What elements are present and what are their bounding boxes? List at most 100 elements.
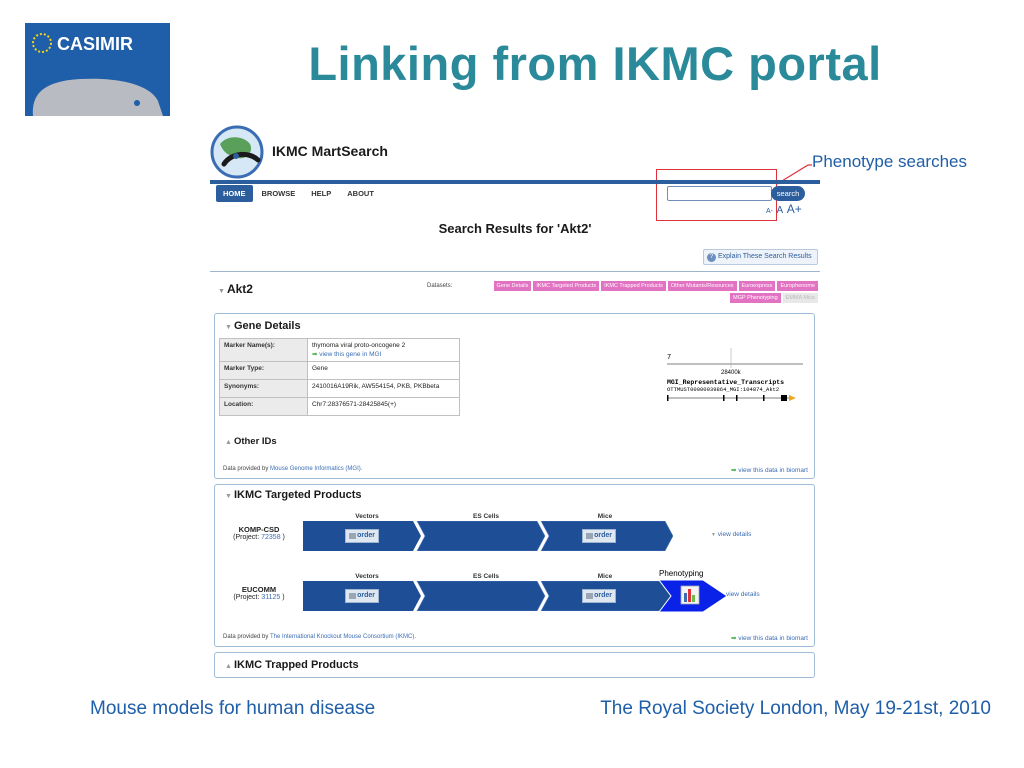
genome-track: MGI_Representative_Transcripts (667, 379, 784, 386)
genome-transcript: OTTMUST00000039864_MGI:104874_Akt2 (667, 386, 779, 393)
collapse-triangle-icon: ▼ (218, 288, 225, 295)
table-row: Synonyms: 2410016A19Rik, AW554154, PKB, … (219, 379, 460, 398)
table-value: thymoma viral proto-oncogene 2 ➡ view th… (307, 338, 460, 362)
marker-name: thymoma viral proto-oncogene 2 (312, 342, 406, 349)
genome-chrom: 7 (667, 354, 671, 362)
project-komp-csd: KOMP-CSD (Project: 72358 ) (233, 525, 285, 541)
portal-screenshot: IKMC MartSearch HOME BROWSE HELP ABOUT s… (210, 118, 820, 683)
dataset-gene-details[interactable]: Gene Details (493, 281, 532, 291)
genome-browser-image[interactable]: 7 28400k MGI_Representative_Transcripts … (663, 344, 808, 404)
view-details-link[interactable]: ▼ view details (711, 531, 752, 538)
main-nav: HOME BROWSE HELP ABOUT (216, 185, 381, 202)
dataset-buttons: Gene Details IKMC Targeted Products IKMC… (451, 281, 818, 303)
targeted-products-panel: ▼IKMC Targeted Products Vectors ES Cells… (214, 484, 815, 647)
footer-right: The Royal Society London, May 19-21st, 2… (600, 698, 991, 719)
table-value: Gene (307, 361, 460, 380)
datasets-label: Datasets: (427, 283, 453, 289)
nav-home[interactable]: HOME (216, 185, 253, 202)
table-value: 2410016A19Rik, AW554154, PKB, PKBbeta (307, 379, 460, 398)
table-row: Marker Type: Gene (219, 361, 460, 380)
table-value: Chr7:28376571-28425845(+) (307, 397, 460, 416)
stage-mice-label: Mice (597, 573, 613, 580)
arrow-right-icon: ➡ (731, 635, 737, 642)
dataset-ikmc-trapped[interactable]: IKMC Trapped Products (601, 281, 666, 291)
nav-help[interactable]: HELP (311, 189, 332, 198)
expand-triangle-icon: ▲ (225, 439, 232, 446)
dataset-ikmc-targeted[interactable]: IKMC Targeted Products (533, 281, 600, 291)
collapse-triangle-icon: ▼ (225, 324, 232, 331)
view-details-link[interactable]: view details (726, 591, 760, 598)
portal-name: IKMC MartSearch (272, 143, 388, 159)
stage-vectors-label: Vectors (355, 573, 379, 580)
arrow-right-icon: ➡ (731, 467, 737, 474)
komp-pipeline (303, 521, 673, 551)
phenotyping-arrow[interactable] (659, 579, 729, 613)
phenotyping-label: Phenotyping (659, 569, 704, 578)
font-increase-button[interactable]: A+ (786, 202, 802, 216)
genome-coord: 28400k (721, 370, 742, 376)
explain-results-label: Explain These Search Results (718, 253, 812, 260)
divider (210, 271, 820, 272)
trapped-products-panel: ▲IKMC Trapped Products (214, 652, 815, 678)
project-eucomm: EUCOMM (Project: 31125 ) (233, 585, 285, 601)
targeted-products-provider: Data provided by The International Knock… (223, 634, 416, 640)
targeted-products-title[interactable]: ▼IKMC Targeted Products (225, 489, 362, 501)
gene-symbol-header[interactable]: ▼Akt2 (218, 282, 253, 296)
gene-details-provider: Data provided by Mouse Genome Informatic… (223, 466, 363, 472)
dataset-emma-mice: EMMA Mice (782, 293, 818, 303)
collapse-triangle-icon: ▼ (225, 493, 232, 500)
table-row: Location: Chr7:28376571-28425845(+) (219, 397, 460, 416)
order-vectors-button[interactable]: order (345, 529, 379, 543)
table-row: Marker Name(s): thymoma viral proto-onco… (219, 338, 460, 362)
stage-vectors-label: Vectors (355, 513, 379, 520)
project-link[interactable]: 72358 (261, 534, 281, 541)
search-input[interactable] (667, 186, 772, 201)
stage-mice-label: Mice (597, 513, 613, 520)
explain-results-button[interactable]: ? Explain These Search Results (703, 249, 818, 265)
nav-bar-rule (210, 180, 820, 184)
nav-about[interactable]: ABOUT (347, 189, 374, 198)
other-ids-toggle[interactable]: ▲Other IDs (225, 436, 277, 447)
footer-left: Mouse models for human disease (90, 698, 376, 719)
font-size-controls: A- A A+ (766, 202, 802, 216)
mgi-provider-link[interactable]: Mouse Genome Informatics (MGI). (270, 466, 363, 472)
expand-triangle-icon: ▲ (225, 663, 232, 670)
casimir-logo: CASIMIR (25, 23, 170, 116)
gene-biomart-link[interactable]: ➡ view this data in biomart (731, 467, 808, 474)
dataset-mgp-phenotyping[interactable]: MGP Phenotyping (730, 293, 781, 303)
chevron-down-icon: ▼ (711, 532, 716, 538)
table-key: Location: (219, 397, 308, 416)
callout-phenotype-searches: Phenotype searches (812, 152, 967, 171)
table-key: Marker Name(s): (219, 338, 308, 362)
targeted-biomart-link[interactable]: ➡ view this data in biomart (731, 635, 808, 642)
search-button[interactable]: search (771, 186, 805, 201)
stage-es-cells-label: ES Cells (472, 513, 499, 520)
table-key: Synonyms: (219, 379, 308, 398)
font-reset-button[interactable]: A (776, 205, 784, 216)
dataset-euroexpress[interactable]: Euroexpress (738, 281, 776, 291)
stage-es-cells-label: ES Cells (472, 573, 499, 580)
nav-browse[interactable]: BROWSE (261, 189, 296, 198)
results-title: Search Results for 'Akt2' (438, 221, 592, 236)
project-name: EUCOMM (241, 585, 277, 594)
gene-details-title[interactable]: ▼Gene Details (225, 320, 301, 332)
gene-details-panel: ▼Gene Details Marker Name(s): thymoma vi… (214, 313, 815, 479)
order-mice-button[interactable]: order (582, 589, 616, 603)
order-mice-button[interactable]: order (582, 529, 616, 543)
gene-symbol: Akt2 (226, 282, 253, 296)
slide-title: Linking from IKMC portal (308, 37, 882, 90)
dataset-europhenome[interactable]: Europhenome (777, 281, 818, 291)
ikmc-provider-link[interactable]: The International Knockout Mouse Consort… (269, 634, 416, 640)
project-name: KOMP-CSD (238, 525, 280, 534)
project-link[interactable]: 31125 (261, 594, 281, 601)
font-decrease-button[interactable]: A- (766, 208, 773, 215)
table-key: Marker Type: (219, 361, 308, 380)
dataset-other-mutants[interactable]: Other Mutants/Resources (667, 281, 737, 291)
gene-details-table: Marker Name(s): thymoma viral proto-onco… (219, 338, 460, 416)
trapped-products-title[interactable]: ▲IKMC Trapped Products (225, 659, 359, 671)
help-icon: ? (707, 253, 716, 262)
order-vectors-button[interactable]: order (345, 589, 379, 603)
ikmc-globe-logo (210, 122, 268, 180)
logo-text: CASIMIR (57, 34, 133, 54)
mgi-link[interactable]: ➡ view this gene in MGI (312, 351, 382, 358)
